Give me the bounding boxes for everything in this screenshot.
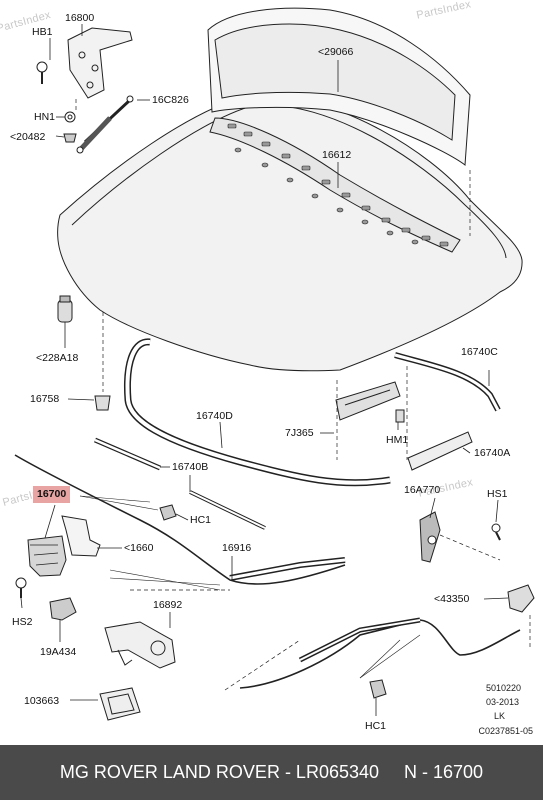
callout-7j365: 7J365 — [285, 427, 314, 439]
callout-hs2: HS2 — [12, 616, 33, 628]
callout-16740c: 16740C — [461, 346, 498, 358]
callout-hb1: HB1 — [32, 26, 53, 38]
callout-43350: <43350 — [434, 593, 470, 605]
callout-19a434: 19A434 — [40, 646, 77, 658]
gas-strut — [76, 95, 134, 154]
part-103663 — [99, 687, 141, 721]
callout-20482: <20482 — [10, 131, 46, 143]
footer-bar: MG ROVER LAND ROVER - LR065340 N - 16700 — [0, 745, 543, 800]
footer-text: MG ROVER LAND ROVER - LR065340 N - 16700 — [59, 762, 484, 782]
meta-ref: C0237851-05 — [478, 726, 533, 736]
pad-7j365 — [335, 381, 401, 421]
seal-16740a — [407, 431, 473, 471]
callout-29066: <29066 — [318, 46, 354, 58]
hinge-bracket — [67, 27, 133, 99]
callout-16740d: 16740D — [196, 410, 233, 422]
callout-hs1: HS1 — [487, 488, 508, 500]
meta-code: 5010220 — [485, 683, 521, 693]
callout-16892: 16892 — [153, 599, 183, 611]
callout-hc1-bottom: HC1 — [365, 720, 387, 732]
callout-16a770: 16A770 — [404, 484, 441, 496]
callout-16612: 16612 — [322, 149, 352, 161]
callout-16740a: 16740A — [474, 447, 511, 459]
callout-1660: <1660 — [124, 542, 154, 554]
latch-43350 — [507, 584, 535, 613]
bolt-hb1 — [36, 61, 48, 84]
part-19a434 — [49, 597, 77, 621]
callout-228a18: <228A18 — [36, 352, 79, 364]
bracket-1660 — [61, 515, 101, 557]
part-16892 — [104, 621, 176, 669]
callout-hn1: HN1 — [34, 111, 56, 123]
latch-16700 — [27, 535, 67, 577]
parts-diagram: PartsIndex PartsIndex PartsIndex PartsIn… — [0, 0, 535, 736]
callout-16700: 16700 — [33, 486, 71, 503]
diagram-drawing — [14, 7, 535, 721]
lower-cable — [239, 619, 521, 689]
callout-16c826: 16C826 — [152, 94, 189, 106]
meta-initials: LK — [493, 711, 505, 721]
rear-seal-strip — [209, 117, 461, 253]
seal-16740c — [394, 352, 501, 412]
callout-16740b: 16740B — [172, 461, 209, 473]
callout-hc1-top: HC1 — [190, 514, 212, 526]
release-cable — [14, 454, 346, 585]
callout-16800: 16800 — [65, 12, 95, 24]
callout-103663: 103663 — [24, 695, 60, 707]
callout-hm1: HM1 — [386, 434, 409, 446]
callout-16916: 16916 — [222, 542, 252, 554]
meta-date: 03-2013 — [485, 697, 519, 707]
callout-16758: 16758 — [30, 393, 60, 405]
